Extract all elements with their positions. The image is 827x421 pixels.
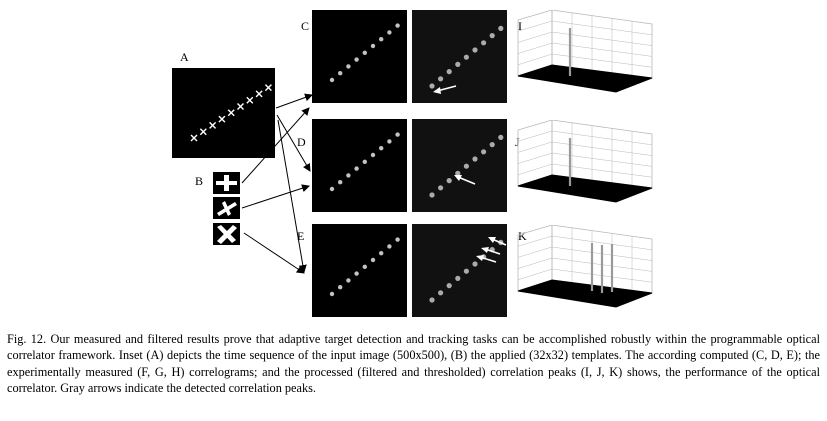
correlation-spot (438, 76, 444, 82)
panel-label-a: A (180, 50, 189, 64)
correlation-spot (481, 40, 487, 46)
correlation-floor (517, 279, 653, 308)
correlation-spot (370, 43, 376, 49)
correlation-spot (387, 139, 392, 144)
correlation-spot (379, 37, 384, 42)
correlation-spot (354, 166, 359, 171)
correlation-spot (463, 163, 469, 169)
correlation-spot (429, 297, 435, 303)
panel-label-e: E (297, 229, 305, 243)
measured-correlogram-g (412, 119, 507, 212)
correlation-spot (446, 178, 452, 184)
correlation-floor (517, 64, 653, 93)
correlation-spot (346, 278, 351, 283)
computed-correlogram-d (312, 119, 407, 212)
correlation-spot (395, 132, 400, 137)
panel-label-b: B (195, 174, 204, 188)
correlation-floor (517, 174, 653, 203)
cross-mark (199, 128, 207, 136)
peak-arrow-g (454, 175, 476, 185)
correlation-spot (472, 261, 478, 267)
panel-label-j: J (515, 135, 520, 149)
panel-label-d: D (297, 135, 306, 149)
measured-correlogram-f (412, 10, 507, 103)
correlation-spot (370, 257, 376, 263)
correlation-spot (395, 23, 400, 28)
correlation-spot (429, 192, 435, 198)
panel-label-i: I (518, 19, 522, 33)
panel-label-c: C (301, 19, 310, 33)
correlation-spot (489, 33, 495, 39)
correlation-spot (379, 251, 384, 256)
correlation-spot (438, 290, 444, 296)
correlation-spot (438, 185, 444, 191)
input-image-a (172, 68, 275, 158)
correlation-spot (455, 275, 461, 281)
correlation-spot (338, 71, 343, 76)
correlation-spot (498, 25, 504, 31)
cross-mark (264, 84, 272, 92)
cross-mark (246, 96, 254, 104)
correlation-spot (446, 283, 452, 289)
correlation-spot (481, 149, 487, 155)
panel-label-k: K (518, 229, 527, 243)
correlation-spot (379, 146, 384, 151)
correlation-spot (354, 271, 359, 276)
correlation-spot (346, 64, 351, 69)
measured-correlogram-h (412, 224, 507, 317)
correlation-spot (446, 69, 452, 75)
cross-mark (227, 109, 235, 117)
correlation-spot (387, 244, 392, 249)
correlation-spot (472, 47, 478, 53)
correlation-spot (370, 152, 376, 158)
cross-mark (190, 134, 198, 142)
correlation-spot (329, 186, 335, 192)
correlation-spot (329, 77, 335, 83)
correlation-spot (395, 237, 400, 242)
correlation-spot (362, 264, 367, 269)
correlation-spot (387, 30, 392, 35)
cross-mark (209, 121, 217, 129)
cross-mark (237, 103, 244, 110)
correlation-spot (463, 54, 469, 60)
peak-plot-k (517, 225, 653, 308)
correlation-spot (329, 291, 335, 297)
peak-plot-j (517, 120, 653, 203)
figure: A B C D E F G H I J K (172, 10, 653, 317)
correlation-spot (346, 173, 351, 178)
correlation-spot (429, 83, 435, 89)
correlation-spot (354, 57, 359, 62)
computed-correlogram-c (312, 10, 407, 103)
peak-arrows-h (476, 237, 507, 263)
template-rotated (213, 197, 240, 219)
correlation-spot (463, 268, 469, 274)
peak-plot-i (517, 10, 653, 93)
correlation-spot (498, 134, 504, 140)
correlation-spot (338, 180, 343, 185)
correlation-spot (455, 170, 461, 176)
correlation-spot (472, 156, 478, 162)
peak-arrow-f (433, 85, 457, 94)
correlation-spot (362, 159, 367, 164)
cross-mark (255, 90, 263, 98)
correlation-spot (489, 142, 495, 148)
template-plus (213, 172, 240, 194)
correlation-spot (455, 61, 461, 67)
cross-mark (218, 115, 226, 123)
correlation-spot (338, 285, 343, 290)
connector-arrows (241, 93, 313, 274)
figure-caption: Fig. 12. Our measured and filtered resul… (7, 332, 820, 396)
computed-correlogram-e (312, 224, 407, 317)
correlation-spot (362, 50, 367, 55)
template-cross (213, 223, 240, 245)
